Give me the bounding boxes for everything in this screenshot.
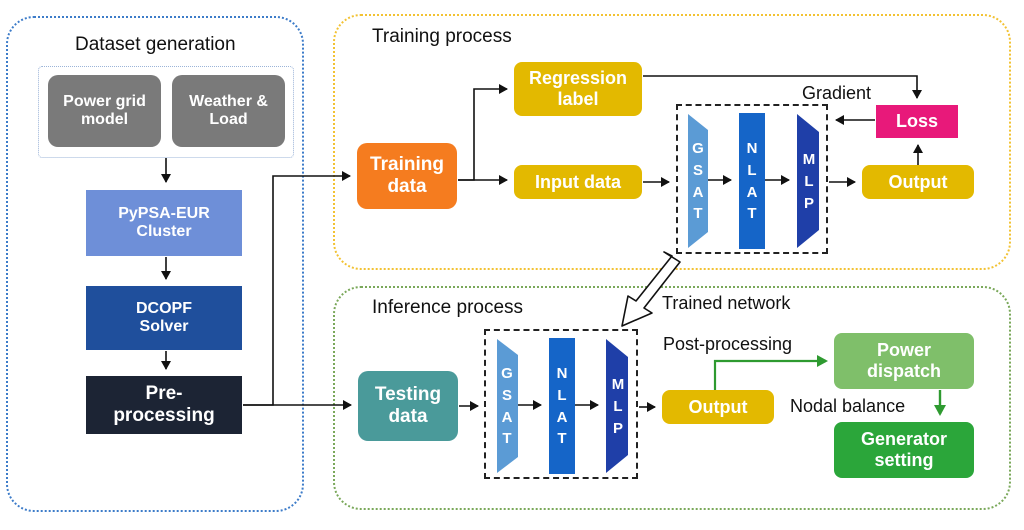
training-gsat-label: G S A T [692,140,704,223]
generator-setting-box: Generator setting [834,422,974,478]
inference-nlat-block [549,338,575,474]
pre-processing-box: Pre- processing [86,376,242,434]
gradient-label: Gradient [802,83,872,103]
weather-load-box: Weather & Load [172,75,285,147]
inference-gsat-label: G S A T [501,365,513,448]
training-output-box: Output [862,165,974,199]
inference-process-panel [333,286,1011,510]
training-network-frame [676,104,828,254]
power-dispatch-box: Power dispatch [834,333,974,389]
pypsa-eur-cluster-box: PyPSA-EUR Cluster [86,190,242,256]
inference-mlp-block [606,339,628,473]
training-nlat-block [739,113,765,249]
training-mlp-label: M L P [802,151,816,212]
power-grid-model-box: Power grid model [48,75,161,147]
loss-box: Loss [876,105,958,138]
training-data-box: Training data [357,143,457,209]
inference-mlp-label: M L P [611,376,625,437]
trained-network-label: Trained network [662,293,791,313]
training-nlat-label: N L A T [746,140,758,223]
training-gsat-block [688,114,708,248]
dcopf-solver-box: DCOPF Solver [86,286,242,350]
inputs-frame [38,66,294,158]
dataset-generation-panel [6,16,304,512]
regression-label-box: Regression label [514,62,642,116]
inference-output-box: Output [662,390,774,424]
training-mlp-block [797,114,819,248]
inference-nlat-label: N L A T [556,365,568,448]
inference-network-frame [484,329,638,479]
dataset-generation-title: Dataset generation [75,34,236,55]
inference-gsat-block [497,339,518,473]
nodal-balance-label: Nodal balance [790,396,906,416]
post-processing-label: Post-processing [663,334,793,354]
testing-data-box: Testing data [358,371,458,441]
training-process-title: Training process [372,26,512,47]
input-data-box: Input data [514,165,642,199]
inference-process-title: Inference process [372,297,524,318]
